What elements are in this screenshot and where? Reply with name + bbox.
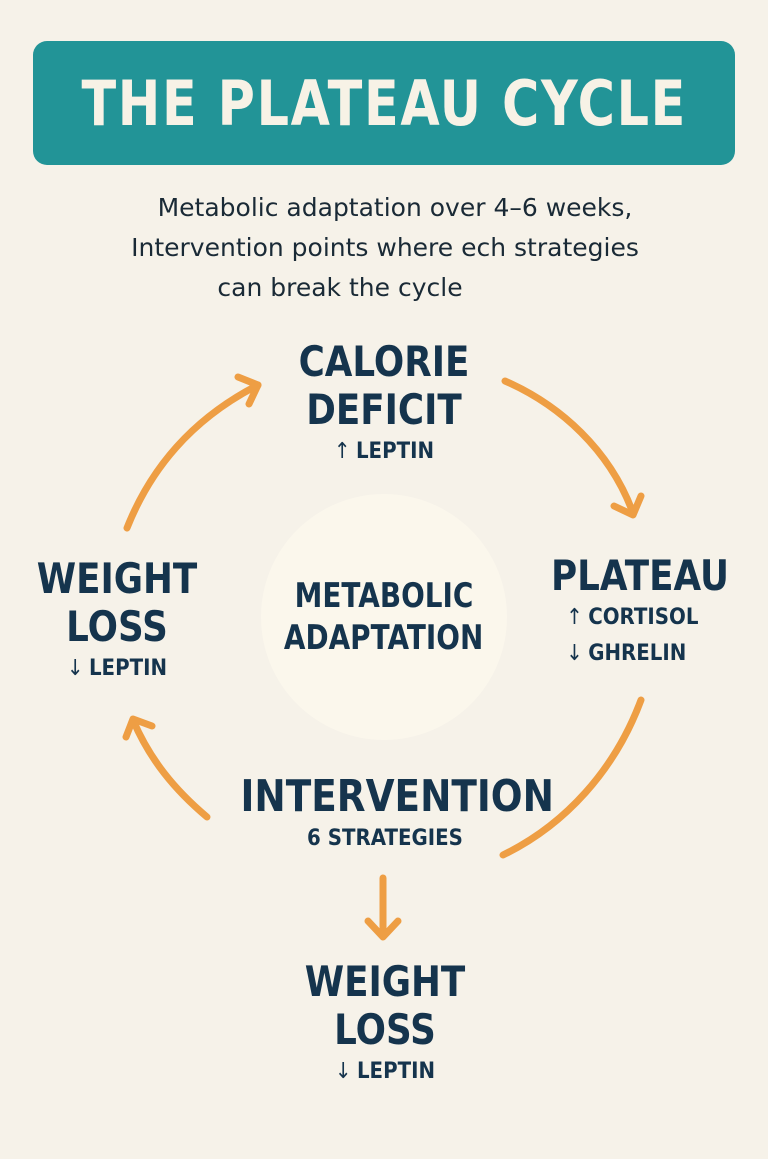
node-title-line-1: WEIGHT [36, 554, 198, 603]
hormone-label: LEPTIN [356, 1059, 436, 1084]
node-weight-loss-bottom: WEIGHT LOSS ↓LEPTIN [235, 958, 535, 1090]
center-label-line-1: METABOLIC [294, 576, 474, 616]
node-title-line-1: CALORIE [298, 337, 470, 386]
node-subtitle: 6 STRATEGIES [307, 826, 463, 851]
subtitle-line-1: Metabolic adaptation over 4–6 weeks, [157, 193, 633, 222]
hormone-label: CORTISOL [588, 605, 699, 630]
node-title-line-1: WEIGHT [304, 957, 466, 1006]
node-title-line-2: LOSS [334, 1005, 436, 1054]
arrow-down-icon [364, 874, 402, 941]
center-circle: METABOLIC ADAPTATION [261, 494, 507, 740]
node-calorie-deficit: CALORIE DEFICIT ↑LEPTIN [234, 338, 534, 470]
subtitle-line-3: can break the cycle [217, 273, 463, 302]
up-arrow-icon: ↑ [566, 605, 583, 630]
arrow-icon-to-weight-loss [122, 715, 211, 821]
hormone-cortisol: ↑CORTISOL [541, 600, 739, 636]
node-weight-loss-left: WEIGHT LOSS ↓LEPTIN [22, 555, 212, 687]
title-banner: THE PLATEAU CYCLE [33, 41, 735, 165]
hormone-ghrelin: ↓GHRELIN [541, 636, 739, 672]
node-intervention: INTERVENTION 6 STRATEGIES [215, 773, 555, 857]
node-title-line-2: LOSS [66, 602, 168, 651]
hormone-label: LEPTIN [88, 656, 168, 681]
hormone-leptin: ↑LEPTIN [249, 434, 519, 470]
down-arrow-icon: ↓ [334, 1059, 352, 1084]
hormone-leptin: ↓LEPTIN [250, 1054, 520, 1090]
hormone-label: GHRELIN [588, 641, 687, 666]
hormone-leptin: ↓LEPTIN [32, 651, 203, 687]
down-arrow-icon: ↓ [66, 656, 84, 681]
node-title: INTERVENTION [240, 771, 554, 822]
hormone-label: LEPTIN [355, 439, 435, 464]
subtitle-line-2: Intervention points where ech strategies [131, 233, 639, 262]
node-title-line-2: DEFICIT [306, 385, 462, 434]
node-title: PLATEAU [550, 551, 730, 600]
center-label-line-2: ADAPTATION [284, 618, 484, 658]
node-plateau: PLATEAU ↑CORTISOL ↓GHRELIN [530, 552, 750, 672]
subtitle: Metabolic adaptation over 4–6 weeks, Int… [60, 188, 710, 308]
up-arrow-icon: ↑ [333, 439, 351, 464]
page-title: THE PLATEAU CYCLE [81, 66, 687, 140]
down-arrow-icon: ↓ [566, 641, 583, 666]
